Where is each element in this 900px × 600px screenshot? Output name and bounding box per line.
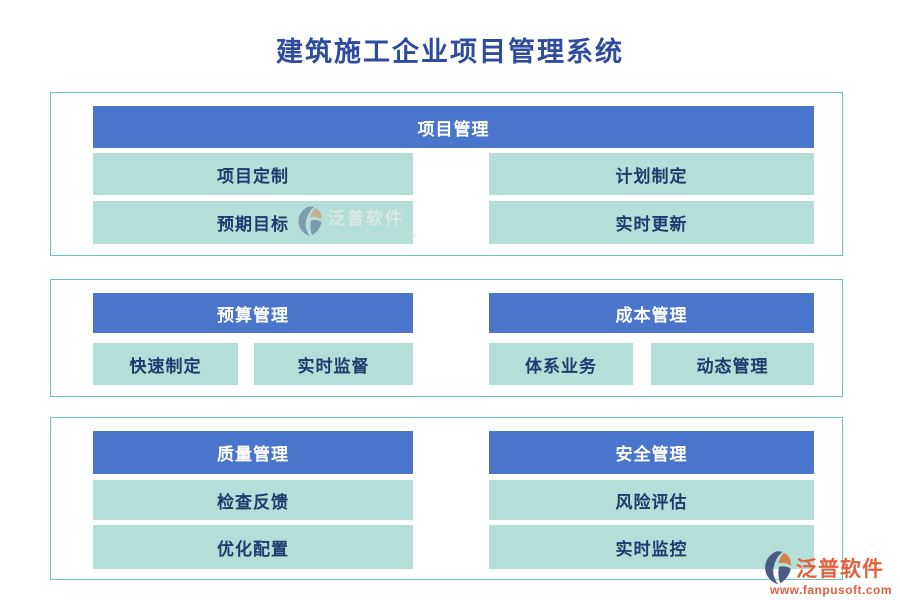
item-quick-formulation: 快速制定 [93, 343, 238, 385]
section-header-safety: 安全管理 [489, 431, 814, 474]
item-dynamic-management: 动态管理 [651, 343, 814, 385]
brand-name: 泛普软件 [796, 558, 884, 581]
item-realtime-monitoring: 实时监控 [489, 525, 814, 569]
section-header-quality: 质量管理 [93, 431, 413, 474]
fanpu-logo-icon [765, 551, 791, 585]
item-expected-goals: 预期目标 [93, 201, 413, 244]
panel-budget-cost: 预算管理 成本管理 快速制定 实时监督 体系业务 动态管理 [50, 279, 843, 397]
item-optimized-configuration: 优化配置 [93, 525, 413, 569]
item-project-customization: 项目定制 [93, 153, 413, 195]
panel-quality-safety: 质量管理 安全管理 检查反馈 风险评估 优化配置 实时监控 [50, 417, 843, 580]
item-system-business: 体系业务 [489, 343, 633, 385]
brand-url: www.fanpusoft.com [770, 583, 893, 597]
panel-project-management: 项目管理 项目定制 计划制定 预期目标 实时更新 泛普软件 FANPU SOFT… [50, 92, 843, 256]
item-realtime-supervision: 实时监督 [254, 343, 413, 385]
section-header-budget: 预算管理 [93, 293, 413, 333]
item-plan-formulation: 计划制定 [489, 153, 814, 195]
section-header-project: 项目管理 [93, 106, 814, 148]
item-risk-assessment: 风险评估 [489, 480, 814, 520]
brand-footer: 泛普软件 www.fanpusoft.com [763, 550, 892, 597]
section-header-cost: 成本管理 [489, 293, 814, 333]
item-inspection-feedback: 检查反馈 [93, 480, 413, 520]
page-title: 建筑施工企业项目管理系统 [276, 37, 624, 67]
item-realtime-update: 实时更新 [489, 201, 814, 244]
